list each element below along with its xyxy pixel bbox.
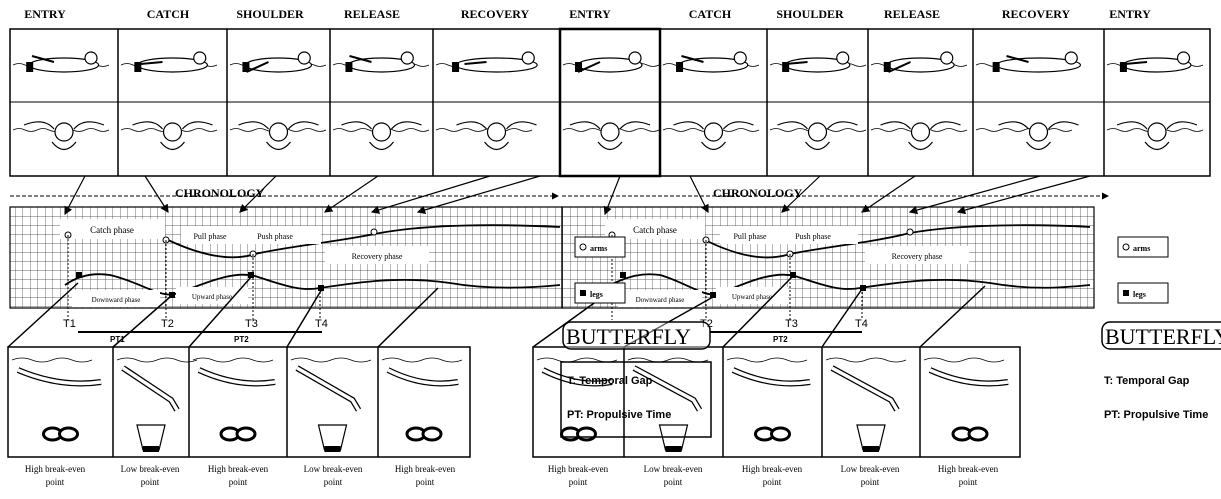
kick-label-line1: High break-even [395, 464, 456, 474]
overlay-temporal-gap: T: Temporal Gap [567, 375, 653, 387]
kick-label-line2: point [229, 477, 248, 487]
recovery-phase-label-right: Recovery phase [892, 252, 943, 261]
phase-header-4: RELEASE [344, 7, 400, 21]
phase-header-1: ENTRY [24, 7, 66, 21]
kick-label-line2: point [569, 477, 588, 487]
kick-label-line1: Low break-even [841, 464, 900, 474]
kick-label-line2: point [416, 477, 435, 487]
kick-label-line2: point [763, 477, 782, 487]
phase-headers: ENTRY CATCH SHOULDER RELEASE RECOVERY ENTRY CA… [24, 7, 1151, 21]
kick-panel-3: High break-even point [189, 347, 275, 487]
kick-panel-8: High break-even point [723, 347, 810, 487]
pt2-label: PT2 [234, 335, 249, 344]
kick-panel-10: High break-even point [920, 347, 1008, 487]
legend-arms-label: arms [1133, 244, 1150, 253]
kick-label-line1: Low break-even [304, 464, 363, 474]
kick-label-line2: point [324, 477, 343, 487]
kick-panel-1: High break-even point [12, 358, 101, 487]
top-panel-3 [227, 29, 330, 176]
phase-header-7: CATCH [689, 7, 732, 21]
legend-temporal-gap: T: Temporal Gap [1104, 375, 1190, 387]
kick-label-line1: High break-even [938, 464, 999, 474]
legend-propulsive-time: PT: Propulsive Time [1104, 409, 1208, 421]
top-panel-8 [767, 29, 868, 176]
kick-label-line2: point [959, 477, 978, 487]
top-panel-10 [973, 29, 1104, 176]
pull-phase-label-right: Pull phase [733, 232, 767, 241]
upward-phase-label-right: Upward phase [732, 293, 772, 301]
phase-header-9: RELEASE [884, 7, 940, 21]
top-panel-2 [118, 29, 227, 176]
kick-panel-4: Low break-even point [287, 347, 371, 487]
top-panel-6 [560, 29, 660, 176]
top-panel-9 [868, 29, 973, 176]
push-phase-label-right: Push phase [795, 232, 831, 241]
pt2-label-right: PT2 [773, 335, 788, 344]
chronology-label-right: CHRONOLOGY [713, 186, 803, 200]
t3-label-right: T3 [785, 318, 798, 330]
t4-label-right: T4 [855, 318, 868, 330]
recovery-phase-label: Recovery phase [352, 252, 403, 261]
catch-phase-label: Catch phase [90, 225, 134, 235]
graph-right: CHRONOLOGY Catch phase Pull phase Push p… [562, 186, 1094, 344]
push-phase-label: Push phase [257, 232, 293, 241]
kick-label-line2: point [141, 477, 160, 487]
t2-label: T2 [161, 318, 174, 330]
kick-panel-5: High break-even point [378, 347, 462, 487]
phase-header-10: RECOVERY [1002, 7, 1071, 21]
t1-label: T1 [63, 318, 76, 330]
kick-label-line2: point [664, 477, 683, 487]
kick-label-line1: High break-even [742, 464, 803, 474]
t3-label: T3 [245, 318, 258, 330]
kick-label-line1: High break-even [548, 464, 609, 474]
phase-header-2: CATCH [147, 7, 190, 21]
phase-header-8: SHOULDER [776, 7, 844, 21]
top-panel-4 [330, 29, 433, 176]
kick-label-line2: point [46, 477, 65, 487]
catch-phase-label-right: Catch phase [633, 225, 677, 235]
top-panel-5 [433, 29, 560, 176]
top-swimmer-panels [10, 29, 1210, 176]
phase-header-3: SHOULDER [236, 7, 304, 21]
phase-header-11: ENTRY [1109, 7, 1151, 21]
kick-label-line2: point [861, 477, 880, 487]
t4-label: T4 [315, 318, 328, 330]
phase-header-5: RECOVERY [461, 7, 530, 21]
top-panel-1 [10, 52, 118, 150]
legend-butterfly-title: BUTTERFLY [1105, 324, 1221, 349]
legend-legs-label: legs [1133, 290, 1146, 299]
kick-label-line1: High break-even [208, 464, 269, 474]
downward-phase-label-right: Downward phase [636, 296, 685, 304]
top-panel-11 [1104, 29, 1210, 176]
chronology-label: CHRONOLOGY [175, 186, 265, 200]
upward-phase-label: Upward phase [192, 293, 232, 301]
kick-label-line1: High break-even [25, 464, 86, 474]
overlay-legs-label: legs [590, 290, 603, 299]
kick-label-line1: Low break-even [644, 464, 703, 474]
overlay-propulsive-time: PT: Propulsive Time [567, 409, 671, 421]
right-legend: arms legs BUTTERFLY T: Temporal Gap PT: … [1102, 237, 1221, 421]
downward-phase-label: Downward phase [92, 296, 141, 304]
overlay-arms-label: arms [590, 244, 607, 253]
kick-panel-9: Low break-even point [822, 347, 906, 487]
kick-label-line1: Low break-even [121, 464, 180, 474]
pull-phase-label: Pull phase [193, 232, 227, 241]
top-panel-7 [660, 29, 767, 176]
graph-left: CHRONOLOGY Catch phase Pull phase Push p… [10, 186, 562, 344]
kick-panel-2: Low break-even point [113, 347, 197, 487]
overlay-butterfly-title: BUTTERFLY [566, 324, 691, 349]
phase-header-6: ENTRY [569, 7, 611, 21]
